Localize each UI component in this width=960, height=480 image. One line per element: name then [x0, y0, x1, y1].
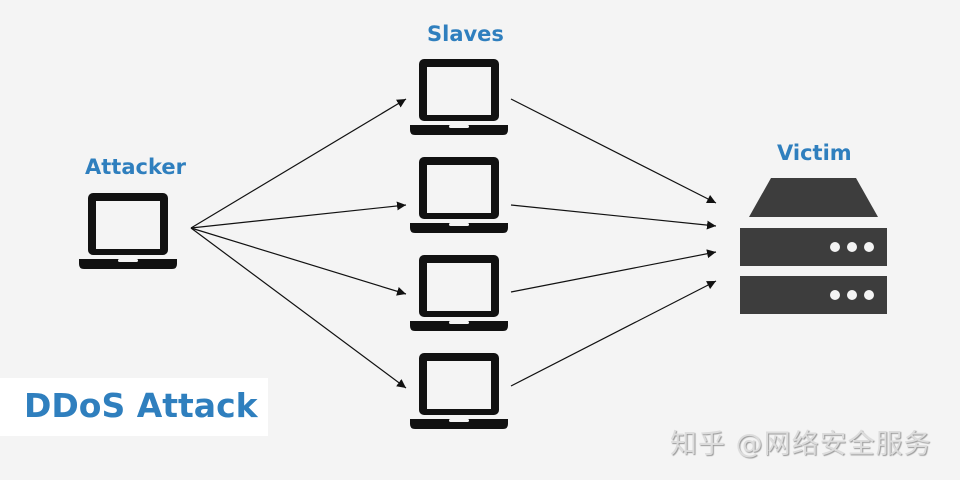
slave-laptop-icon-1 [410, 59, 508, 135]
title-box: DDoS Attack [0, 378, 268, 436]
attacker-laptop-icon [79, 193, 177, 269]
attacker-edges [190, 98, 407, 389]
slave-laptop-icon-2 [410, 157, 508, 233]
slave-laptop-icon-4 [410, 353, 508, 429]
victim-label: Victim [777, 141, 852, 165]
diagram-title: DDoS Attack [24, 386, 258, 425]
victim-server-icon [740, 178, 887, 314]
slaves-label: Slaves [427, 22, 504, 46]
watermark: 知乎 @网络安全服务 [670, 429, 932, 460]
slave-laptop-icon-3 [410, 255, 508, 331]
attacker-label: Attacker [85, 155, 186, 179]
slave-edges [510, 98, 717, 387]
